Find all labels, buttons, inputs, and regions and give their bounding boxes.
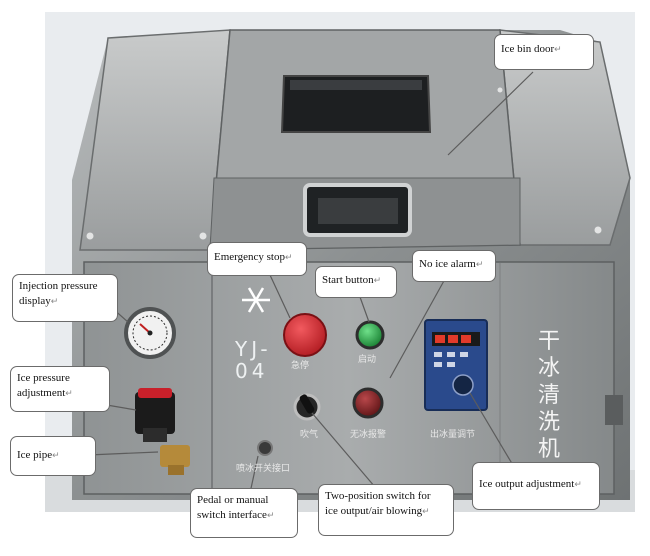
callout-text-line2: adjustment <box>17 386 66 399</box>
callout-injection-pressure-display: Injection pressure display↵ <box>12 274 118 322</box>
no-ice-alarm-lamp <box>352 387 384 419</box>
blow-label-cn: 吹气 <box>300 430 319 440</box>
callout-two-position-switch: Two-position switch for ice output/air b… <box>318 484 454 536</box>
machine-chinese-title: 干冰清洗机 <box>538 329 561 462</box>
return-mark: ↵ <box>52 450 60 460</box>
return-mark: ↵ <box>65 387 73 398</box>
emergency-label-cn: 急停 <box>291 361 310 371</box>
callout-text-line2: switch interface <box>197 508 267 521</box>
callout-no-ice-alarm: No ice alarm↵ <box>412 250 496 282</box>
callout-text: No ice alarm <box>419 258 476 270</box>
start-button[interactable] <box>355 320 385 350</box>
callout-text-line1: Two-position switch for <box>325 490 431 502</box>
return-mark: ↵ <box>373 275 382 285</box>
ice-pipe-fitting <box>160 445 190 467</box>
pedal-connector <box>257 440 273 456</box>
callout-text-line1: Pedal or manual <box>197 494 269 506</box>
callout-ice-bin-door: Ice bin door↵ <box>494 34 594 70</box>
callout-ice-pipe: Ice pipe↵ <box>10 436 96 476</box>
callout-text-line2: ice output/air blowing <box>325 504 423 517</box>
callout-emergency-stop: Emergency stop↵ <box>207 242 307 276</box>
callout-ice-output-adjustment: Ice output adjustment↵ <box>472 462 600 510</box>
return-mark: ↵ <box>284 252 293 262</box>
callout-text: Ice output adjustment <box>479 478 575 490</box>
return-mark: ↵ <box>422 505 430 516</box>
return-mark: ↵ <box>266 509 275 520</box>
callout-ice-pressure-adjustment: Ice pressure adjustment↵ <box>10 366 110 412</box>
return-mark: ↵ <box>574 479 582 489</box>
return-mark: ↵ <box>554 44 562 54</box>
return-mark: ↵ <box>475 259 484 269</box>
callout-start-button: Start button↵ <box>315 266 397 298</box>
callout-text: Emergency stop <box>214 251 285 263</box>
ice-output-label-cn: 出冰量调节 <box>430 430 476 440</box>
callout-text: Start button <box>322 274 374 286</box>
emergency-stop-button[interactable] <box>283 313 327 357</box>
model-text: YJ-04 <box>235 337 272 383</box>
callout-text-line2: display <box>19 294 51 307</box>
snowflake-logo <box>242 287 270 313</box>
return-mark: ↵ <box>50 295 59 306</box>
pressure-regulator <box>135 392 175 434</box>
pedal-port-label-cn: 喷冰开关接口 <box>236 464 291 474</box>
callout-text: Ice bin door <box>501 43 555 55</box>
start-label-cn: 启动 <box>358 355 377 365</box>
no-ice-alarm-label-cn: 无冰报警 <box>350 430 387 440</box>
callout-text-line1: Ice pressure <box>17 372 70 384</box>
callout-pedal-switch-interface: Pedal or manual switch interface↵ <box>190 488 298 538</box>
callout-text-line1: Injection pressure <box>19 280 98 292</box>
callout-text: Ice pipe <box>17 449 53 461</box>
